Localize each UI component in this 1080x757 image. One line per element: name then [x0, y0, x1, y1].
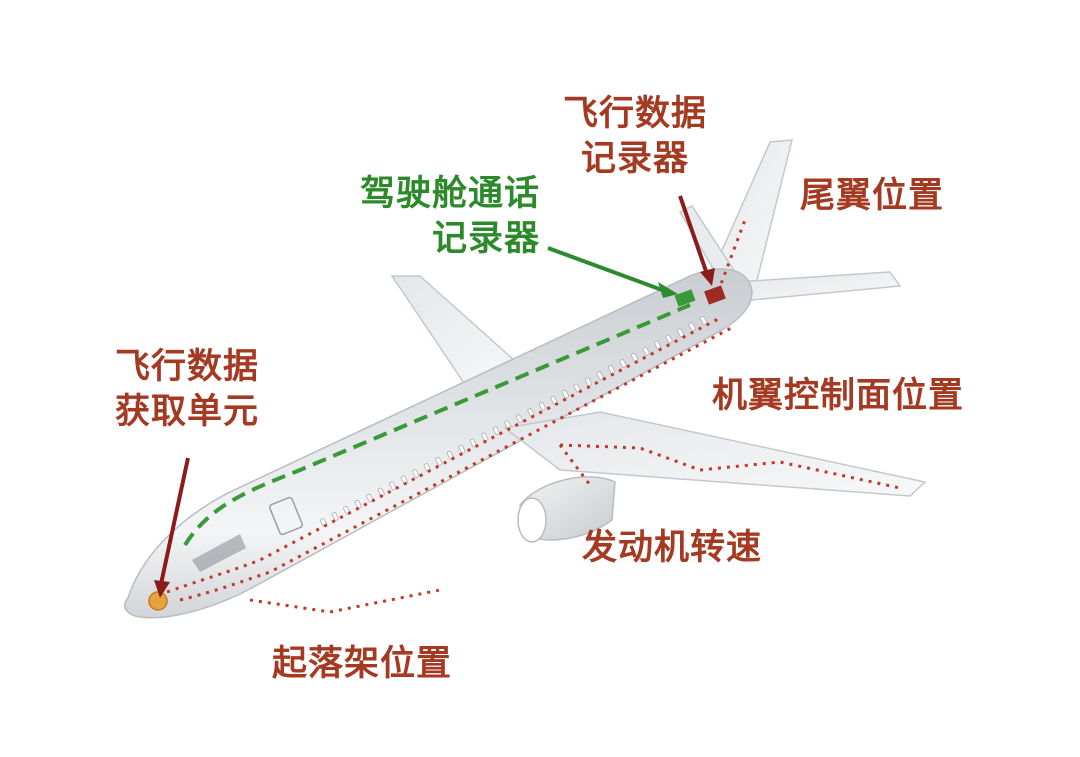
- arrow-fdau: [159, 457, 190, 585]
- cabin-window: [458, 444, 466, 454]
- cabin-window: [596, 371, 604, 381]
- flight-data-acquisition-unit-label-line2: 获取单元: [115, 392, 260, 432]
- cvr-device: [674, 289, 696, 307]
- cabin-window: [538, 401, 546, 411]
- cabin-window: [642, 346, 650, 356]
- cabin-door: [269, 496, 303, 536]
- cabin-window: [561, 389, 569, 399]
- fuselage: [123, 268, 753, 619]
- cabin-window: [366, 493, 374, 503]
- cvr-wiring: [183, 303, 691, 547]
- pointer-arrows: [154, 195, 715, 598]
- arrow-cvr: [547, 246, 663, 292]
- arrow-cvr-head: [658, 282, 678, 298]
- engine-speed-label: 发动机转速: [582, 528, 763, 568]
- cockpit-voice-recorder-label: 驾驶舱通话 记录器: [360, 172, 540, 262]
- fdr-wiring-gear: [249, 588, 441, 614]
- cabin-window: [389, 481, 397, 491]
- tail-position-label: 尾翼位置: [800, 176, 945, 216]
- cabin-window: [700, 316, 708, 325]
- cabin-window: [608, 365, 616, 374]
- cabin-window: [412, 469, 420, 478]
- arrow-fdr-head: [700, 268, 715, 286]
- cabin-window: [665, 334, 673, 344]
- engine-nacelle: [517, 476, 616, 543]
- cabin-window: [435, 457, 443, 466]
- fdr-device: [704, 285, 726, 305]
- arrow-fdr: [678, 195, 709, 275]
- cabin-window: [331, 512, 339, 521]
- cabin-window: [377, 487, 385, 497]
- cockpit-windows: [192, 534, 246, 572]
- arrow-fdau-head: [154, 580, 170, 598]
- flight-data-recorder-label-line1: 飞行数据: [563, 94, 708, 134]
- wing-control-surface-label: 机翼控制面位置: [712, 376, 965, 416]
- cabin-window: [354, 499, 362, 509]
- cabin-window: [492, 426, 500, 436]
- cabin-window: [584, 377, 593, 387]
- horizontal-stabilizer-right: [733, 271, 902, 301]
- cabin-window: [619, 359, 627, 368]
- cabin-window: [481, 432, 489, 442]
- cockpit-voice-recorder-label-line2: 记录器: [432, 219, 541, 259]
- fdr-wiring-fuselage-2: [179, 324, 736, 602]
- cockpit-voice-recorder-label-line1: 驾驶舱通话: [360, 174, 541, 214]
- fdau-device: [148, 591, 168, 611]
- flight-data-acquisition-unit-label: 飞行数据 获取单元: [115, 345, 259, 435]
- near-wing: [503, 411, 927, 497]
- landing-gear-position-label: 起落架位置: [272, 644, 453, 684]
- fdr-wiring-fuselage: [149, 316, 721, 600]
- cabin-window: [688, 322, 696, 332]
- cabin-window: [515, 414, 523, 423]
- flight-data-recorder-label: 飞行数据 记录器: [563, 92, 707, 182]
- flight-data-recorder-label-line2: 记录器: [581, 139, 690, 179]
- cabin-window: [469, 438, 477, 448]
- flight-data-acquisition-unit-label-line1: 飞行数据: [115, 347, 260, 387]
